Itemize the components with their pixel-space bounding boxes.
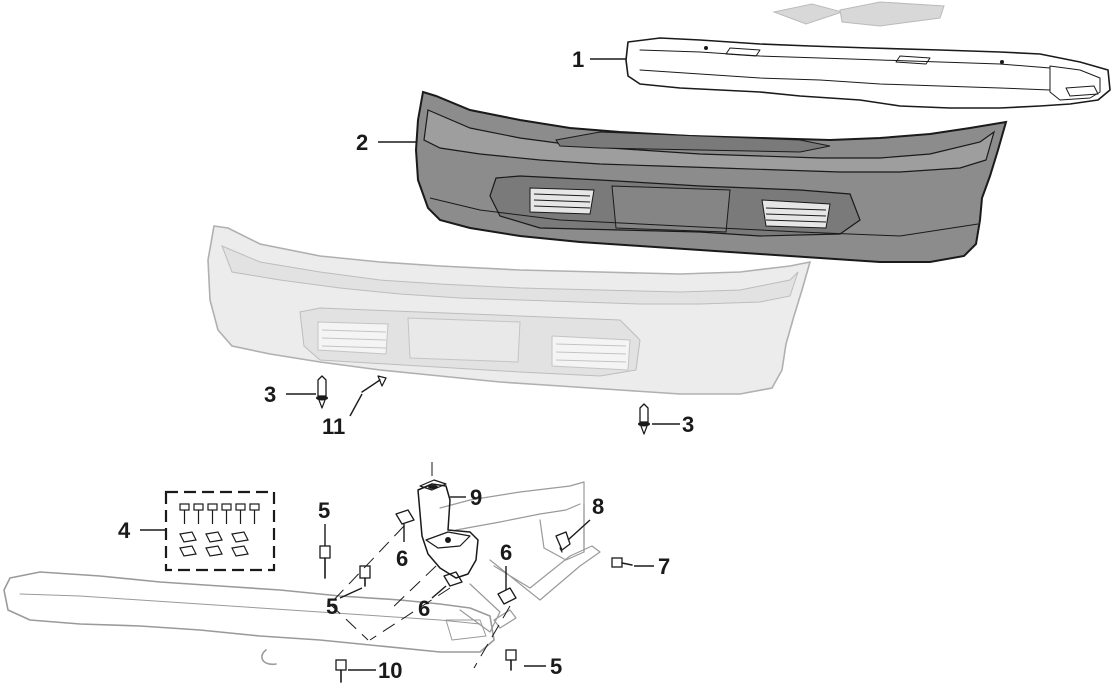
bumper-impact-bar — [625, 37, 1111, 109]
alignment-lines — [329, 462, 511, 669]
bolt-5-c — [505, 649, 517, 671]
nut-6-b — [443, 571, 463, 587]
retainer-pin-left — [316, 375, 328, 409]
callout-5-bottom: 5 — [550, 654, 562, 679]
callout-10: 10 — [378, 658, 402, 683]
callout-9: 9 — [470, 485, 482, 510]
bumper-cover — [414, 90, 1008, 263]
callout-7: 7 — [658, 554, 670, 579]
retainer-pin-right — [638, 403, 650, 435]
callout-4: 4 — [118, 518, 131, 543]
bolt-part-7 — [611, 557, 633, 568]
callout-5-mid: 5 — [326, 594, 338, 619]
bolt-5-a — [319, 545, 331, 579]
frame-rail — [439, 481, 601, 633]
callout-3-left: 3 — [264, 382, 276, 407]
callout-2: 2 — [356, 130, 368, 155]
callout-5-top: 5 — [318, 498, 330, 523]
callout-8: 8 — [592, 494, 604, 519]
callout-leaders — [140, 58, 680, 671]
callout-11: 11 — [322, 414, 345, 439]
mounting-bracket — [417, 479, 479, 579]
callout-labels: 1 2 3 3 11 4 5 5 5 6 6 6 7 8 9 10 — [118, 47, 694, 683]
callout-3-right: 3 — [682, 412, 694, 437]
callout-1: 1 — [572, 47, 584, 72]
callout-6-right: 6 — [500, 540, 512, 565]
hardware-kit — [164, 490, 276, 572]
bolt-5-b — [359, 565, 371, 587]
bumper-cover-ghost — [207, 225, 812, 395]
bolt-part-10 — [335, 659, 347, 683]
clip-part-8 — [555, 531, 571, 553]
callout-6-lower: 6 — [418, 596, 430, 621]
bumper-pad-top — [772, 1, 945, 27]
screw-part-11 — [361, 375, 387, 393]
nut-6-a — [395, 509, 415, 525]
nut-6-c — [497, 587, 517, 605]
callout-6-left: 6 — [396, 546, 408, 571]
